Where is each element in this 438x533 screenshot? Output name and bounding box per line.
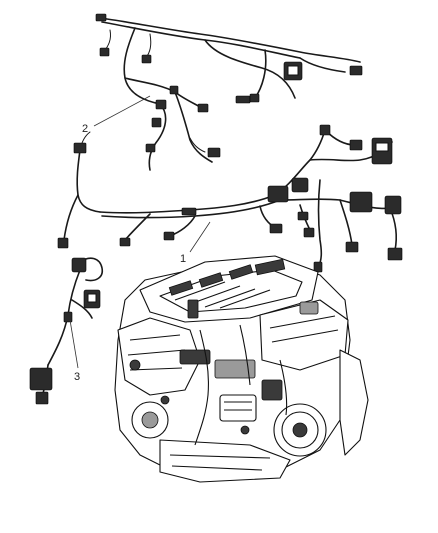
callout-label-3: 3 — [74, 371, 80, 383]
wiring-harness-3[interactable] — [29, 257, 104, 405]
callout-label-1: 1 — [180, 253, 186, 265]
engine-assembly — [114, 255, 369, 483]
wiring-harness-1[interactable] — [57, 124, 403, 273]
callout-label-2: 2 — [82, 123, 88, 135]
callout-2: 2 — [82, 95, 151, 135]
callout-1: 1 — [180, 221, 211, 265]
callout-3: 3 — [69, 319, 80, 383]
wiring-harness-2[interactable] — [95, 13, 363, 171]
